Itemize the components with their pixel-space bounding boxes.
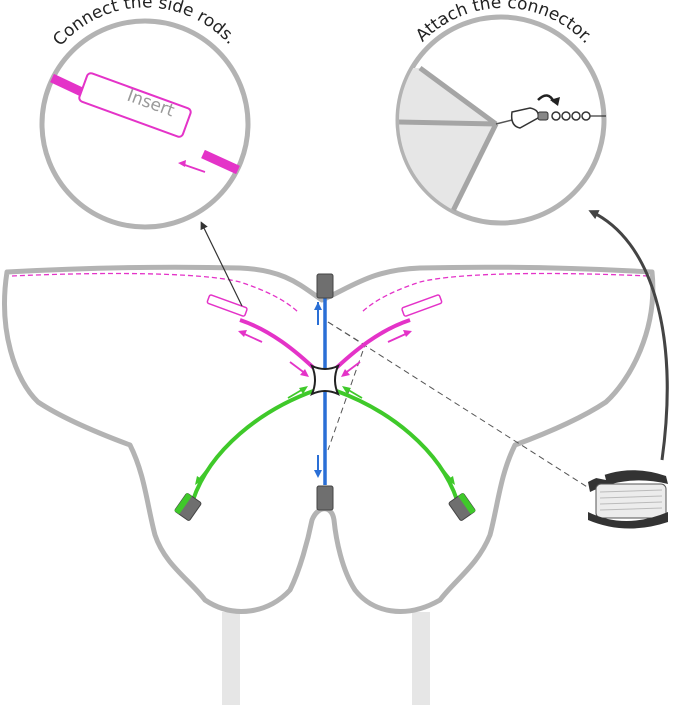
spine-up-arrow-icon <box>314 302 322 310</box>
insert-arrow-icon <box>178 160 186 167</box>
tail-sticks <box>222 612 430 705</box>
spine-down-arrow-icon <box>314 470 322 478</box>
swivel-clip-icon <box>495 107 606 129</box>
attach-callout <box>395 14 607 226</box>
connect-callout: Insert <box>39 18 251 230</box>
kite-outline <box>2 264 656 614</box>
rotate-arrow-icon <box>537 94 560 106</box>
end-cap-icon <box>316 485 334 511</box>
spool-icon <box>588 470 668 529</box>
leading-edge-hems <box>11 272 649 313</box>
spool-to-connector-arrow <box>588 210 669 461</box>
end-cap-icon <box>316 273 334 299</box>
callout-pointer <box>200 221 243 307</box>
end-cap-icon <box>174 492 202 521</box>
lower-rods <box>191 386 459 501</box>
end-cap-icon <box>448 492 476 521</box>
center-connector-icon <box>310 364 340 396</box>
